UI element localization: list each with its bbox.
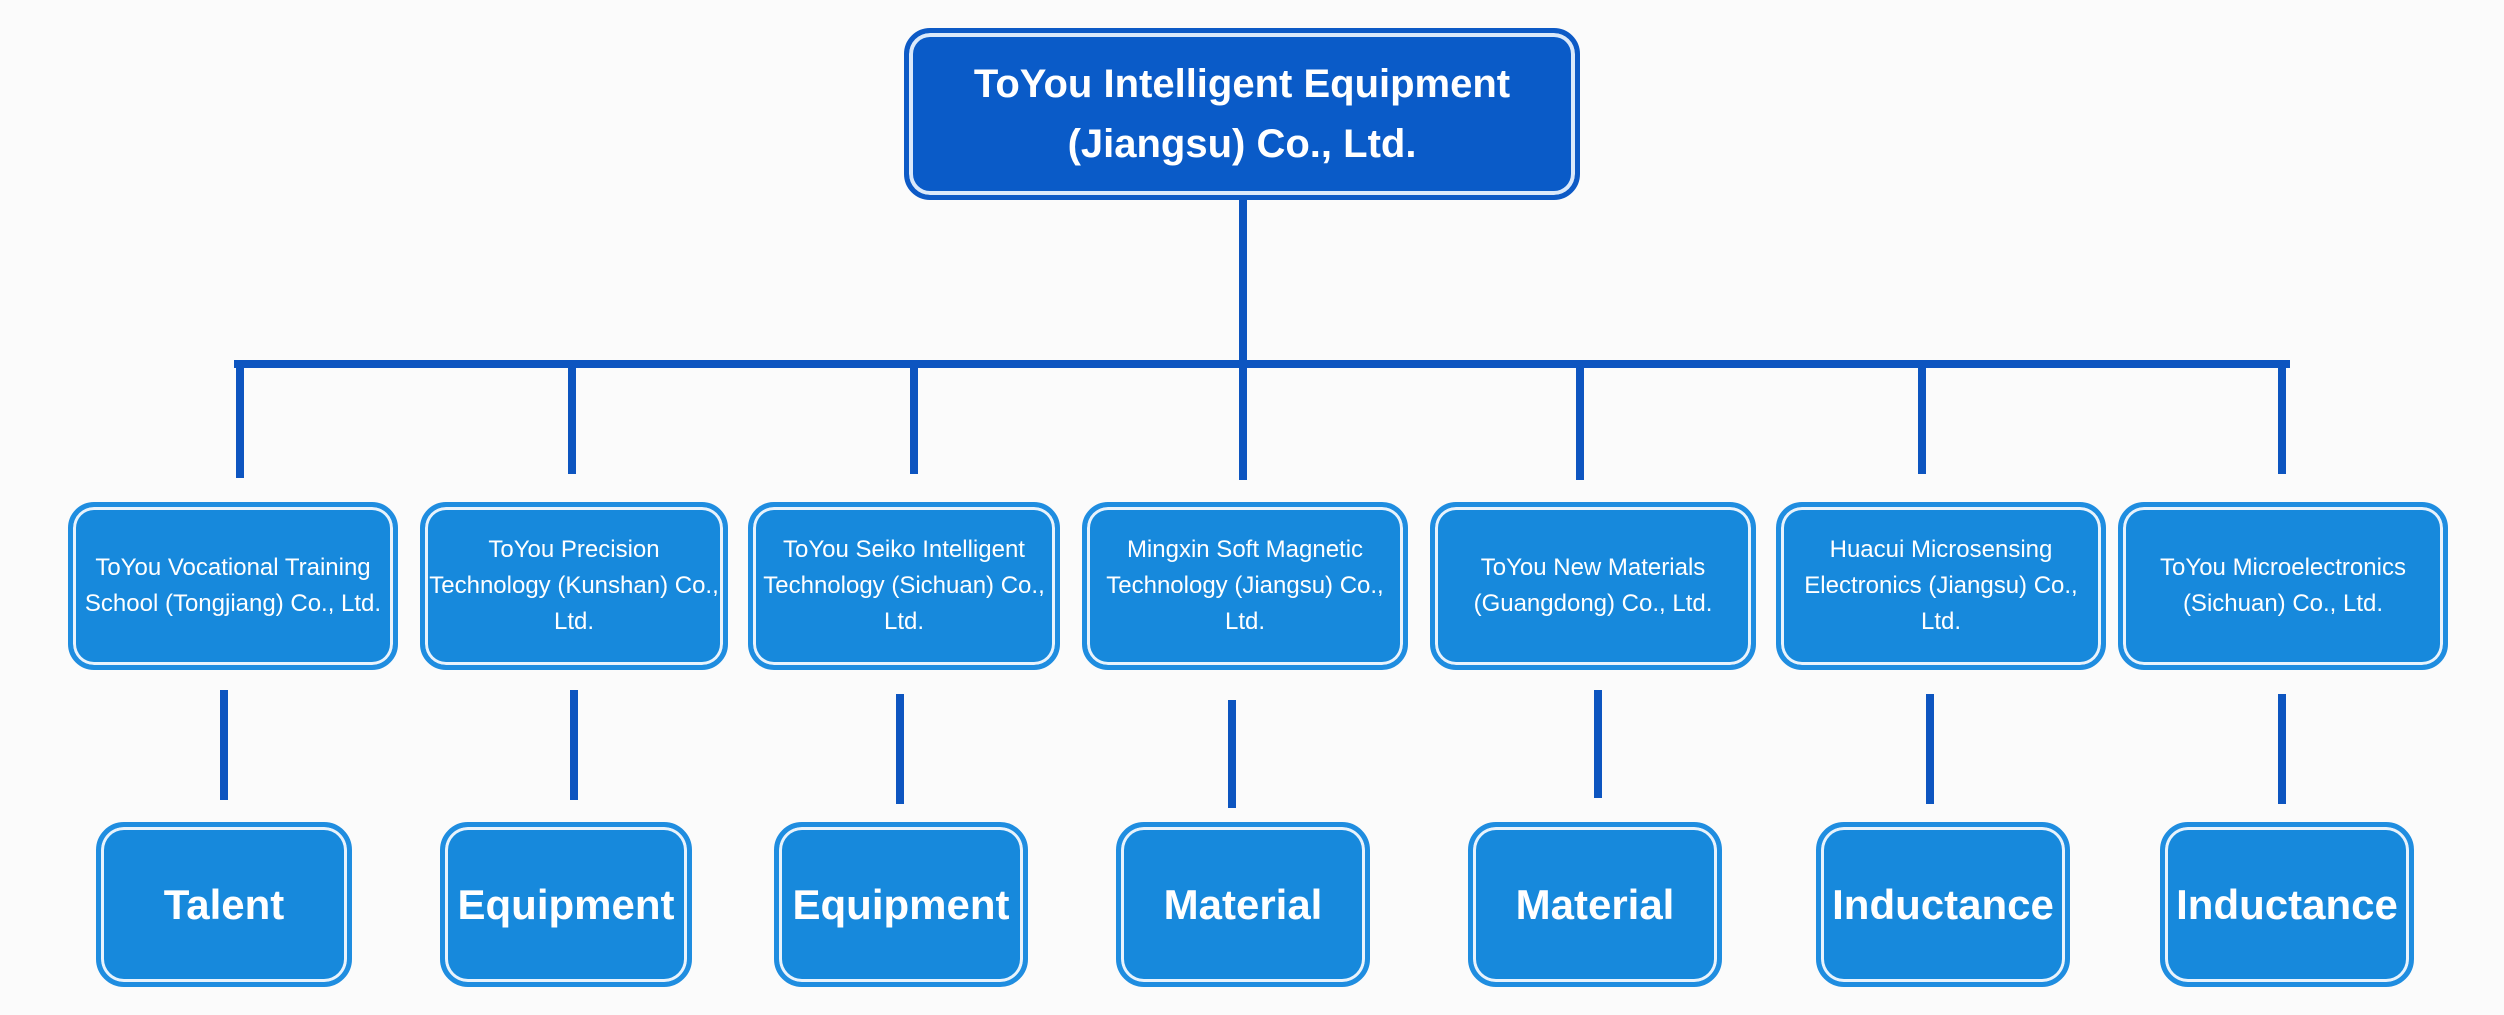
category-node-7: Inductance [2160,822,2414,987]
root-company-node: ToYou Intelligent Equipment (Jiangsu) Co… [904,28,1580,200]
category-label: Inductance [1832,880,2054,928]
company-name: ToYou Microelectronics (Sichuan) Co., Lt… [2160,554,2406,617]
category-node-3: Equipment [774,822,1028,987]
company-node-5: ToYou New Materials (Guangdong) Co., Ltd… [1430,502,1756,670]
company-name: Huacui Microsensing Electronics (Jiangsu… [1804,536,2078,635]
category-label: Talent [163,880,285,928]
company-node-4: Mingxin Soft Magnetic Technology (Jiangs… [1082,502,1408,670]
category-node-2: Equipment [440,822,692,987]
category-label: Material [1163,880,1323,928]
company-node-7: ToYou Microelectronics (Sichuan) Co., Lt… [2118,502,2448,670]
category-node-4: Material [1116,822,1370,987]
category-label: Material [1515,880,1675,928]
company-name: ToYou Precision Technology (Kunshan) Co.… [429,536,719,635]
category-label: Equipment [792,880,1010,928]
company-node-2: ToYou Precision Technology (Kunshan) Co.… [420,502,728,670]
company-name: Mingxin Soft Magnetic Technology (Jiangs… [1106,536,1384,635]
category-node-6: Inductance [1816,822,2070,987]
root-title-line-2: (Jiangsu) Co., Ltd. [1067,122,1417,166]
company-node-1: ToYou Vocational Training School (Tongji… [68,502,398,670]
company-node-3: ToYou Seiko Intelligent Technology (Sich… [748,502,1060,670]
company-name: ToYou Vocational Training School (Tongji… [84,554,382,617]
category-label: Equipment [457,880,675,928]
company-node-6: Huacui Microsensing Electronics (Jiangsu… [1776,502,2106,670]
root-title-line-1: ToYou Intelligent Equipment [973,62,1511,106]
category-label: Inductance [2176,880,2398,928]
category-node-1: Talent [96,822,352,987]
category-node-5: Material [1468,822,1722,987]
company-name: ToYou Seiko Intelligent Technology (Sich… [763,536,1045,635]
company-name: ToYou New Materials (Guangdong) Co., Ltd… [1473,554,1713,617]
